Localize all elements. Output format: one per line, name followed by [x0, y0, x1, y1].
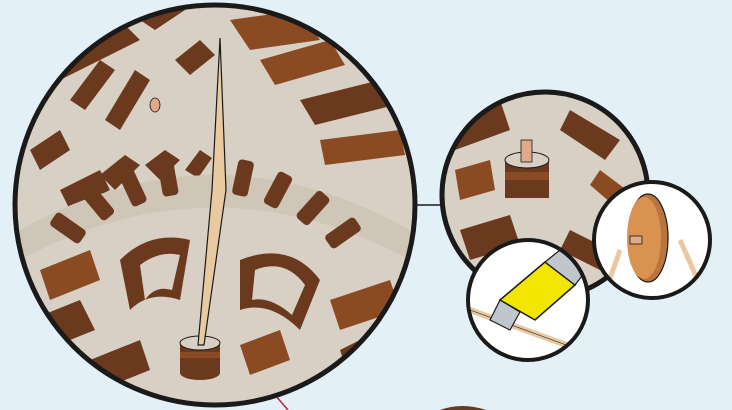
main-zoom-circle: [15, 0, 415, 405]
small-peg: [150, 98, 160, 112]
disc-detail-circle: [594, 182, 710, 298]
peg: [521, 140, 532, 162]
partial-part-edge: [440, 406, 486, 410]
cutter-detail-circle: [468, 240, 588, 360]
